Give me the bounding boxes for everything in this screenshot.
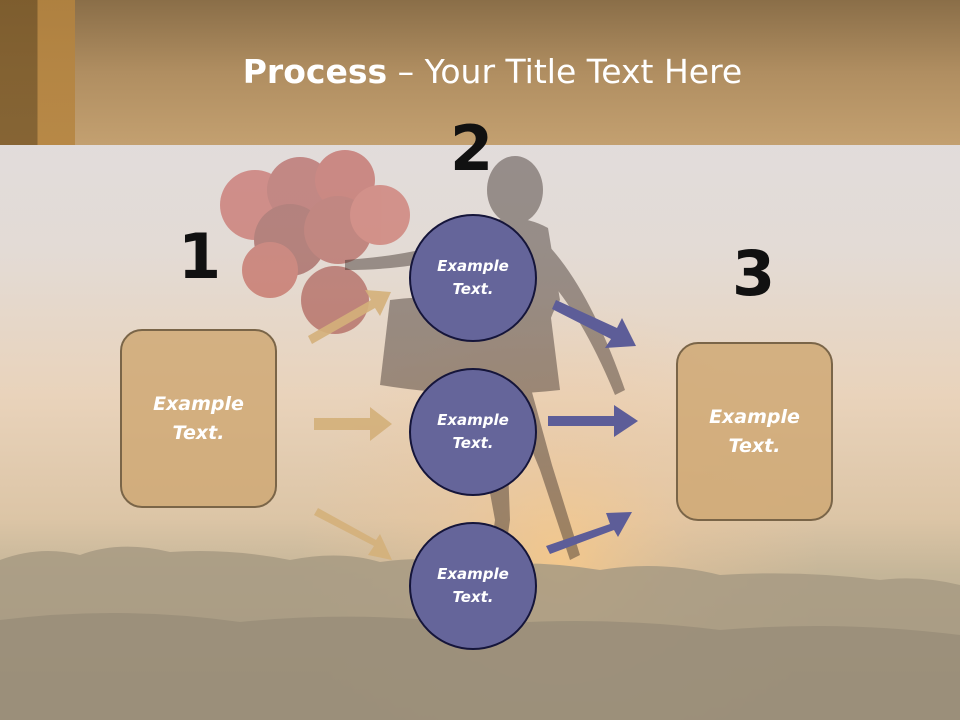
header-accent — [0, 0, 75, 145]
process-circle-bottom[interactable]: Example Text. — [409, 522, 537, 650]
arrow-middle-to-right — [548, 405, 638, 437]
header-band — [0, 0, 960, 145]
step-number-3: 3 — [732, 237, 776, 310]
title-rest: – Your Title Text Here — [387, 52, 743, 91]
step-number-2: 2 — [450, 112, 494, 185]
arrow-left-to-top — [308, 290, 391, 344]
circle-middle-text: Example Text. — [437, 410, 509, 452]
right-box-text: Example Text. — [709, 406, 800, 457]
arrow-left-to-bottom — [314, 508, 392, 560]
process-circle-middle[interactable]: Example Text. — [409, 368, 537, 496]
arrow-left-to-middle — [314, 407, 392, 441]
balloons — [220, 150, 410, 334]
left-example-box[interactable]: Example Text. — [120, 329, 277, 508]
circle-bottom-text: Example Text. — [437, 564, 509, 606]
process-circle-top[interactable]: Example Text. — [409, 214, 537, 342]
circle-top-text: Example Text. — [437, 256, 509, 298]
arrow-top-to-right — [552, 300, 636, 348]
right-example-box[interactable]: Example Text. — [676, 342, 833, 521]
slide-title: Process – Your Title Text Here — [0, 52, 960, 91]
step-number-1: 1 — [178, 220, 222, 293]
title-bold: Process — [242, 52, 388, 91]
arrow-bottom-to-right — [546, 512, 632, 554]
left-box-text: Example Text. — [153, 393, 244, 444]
